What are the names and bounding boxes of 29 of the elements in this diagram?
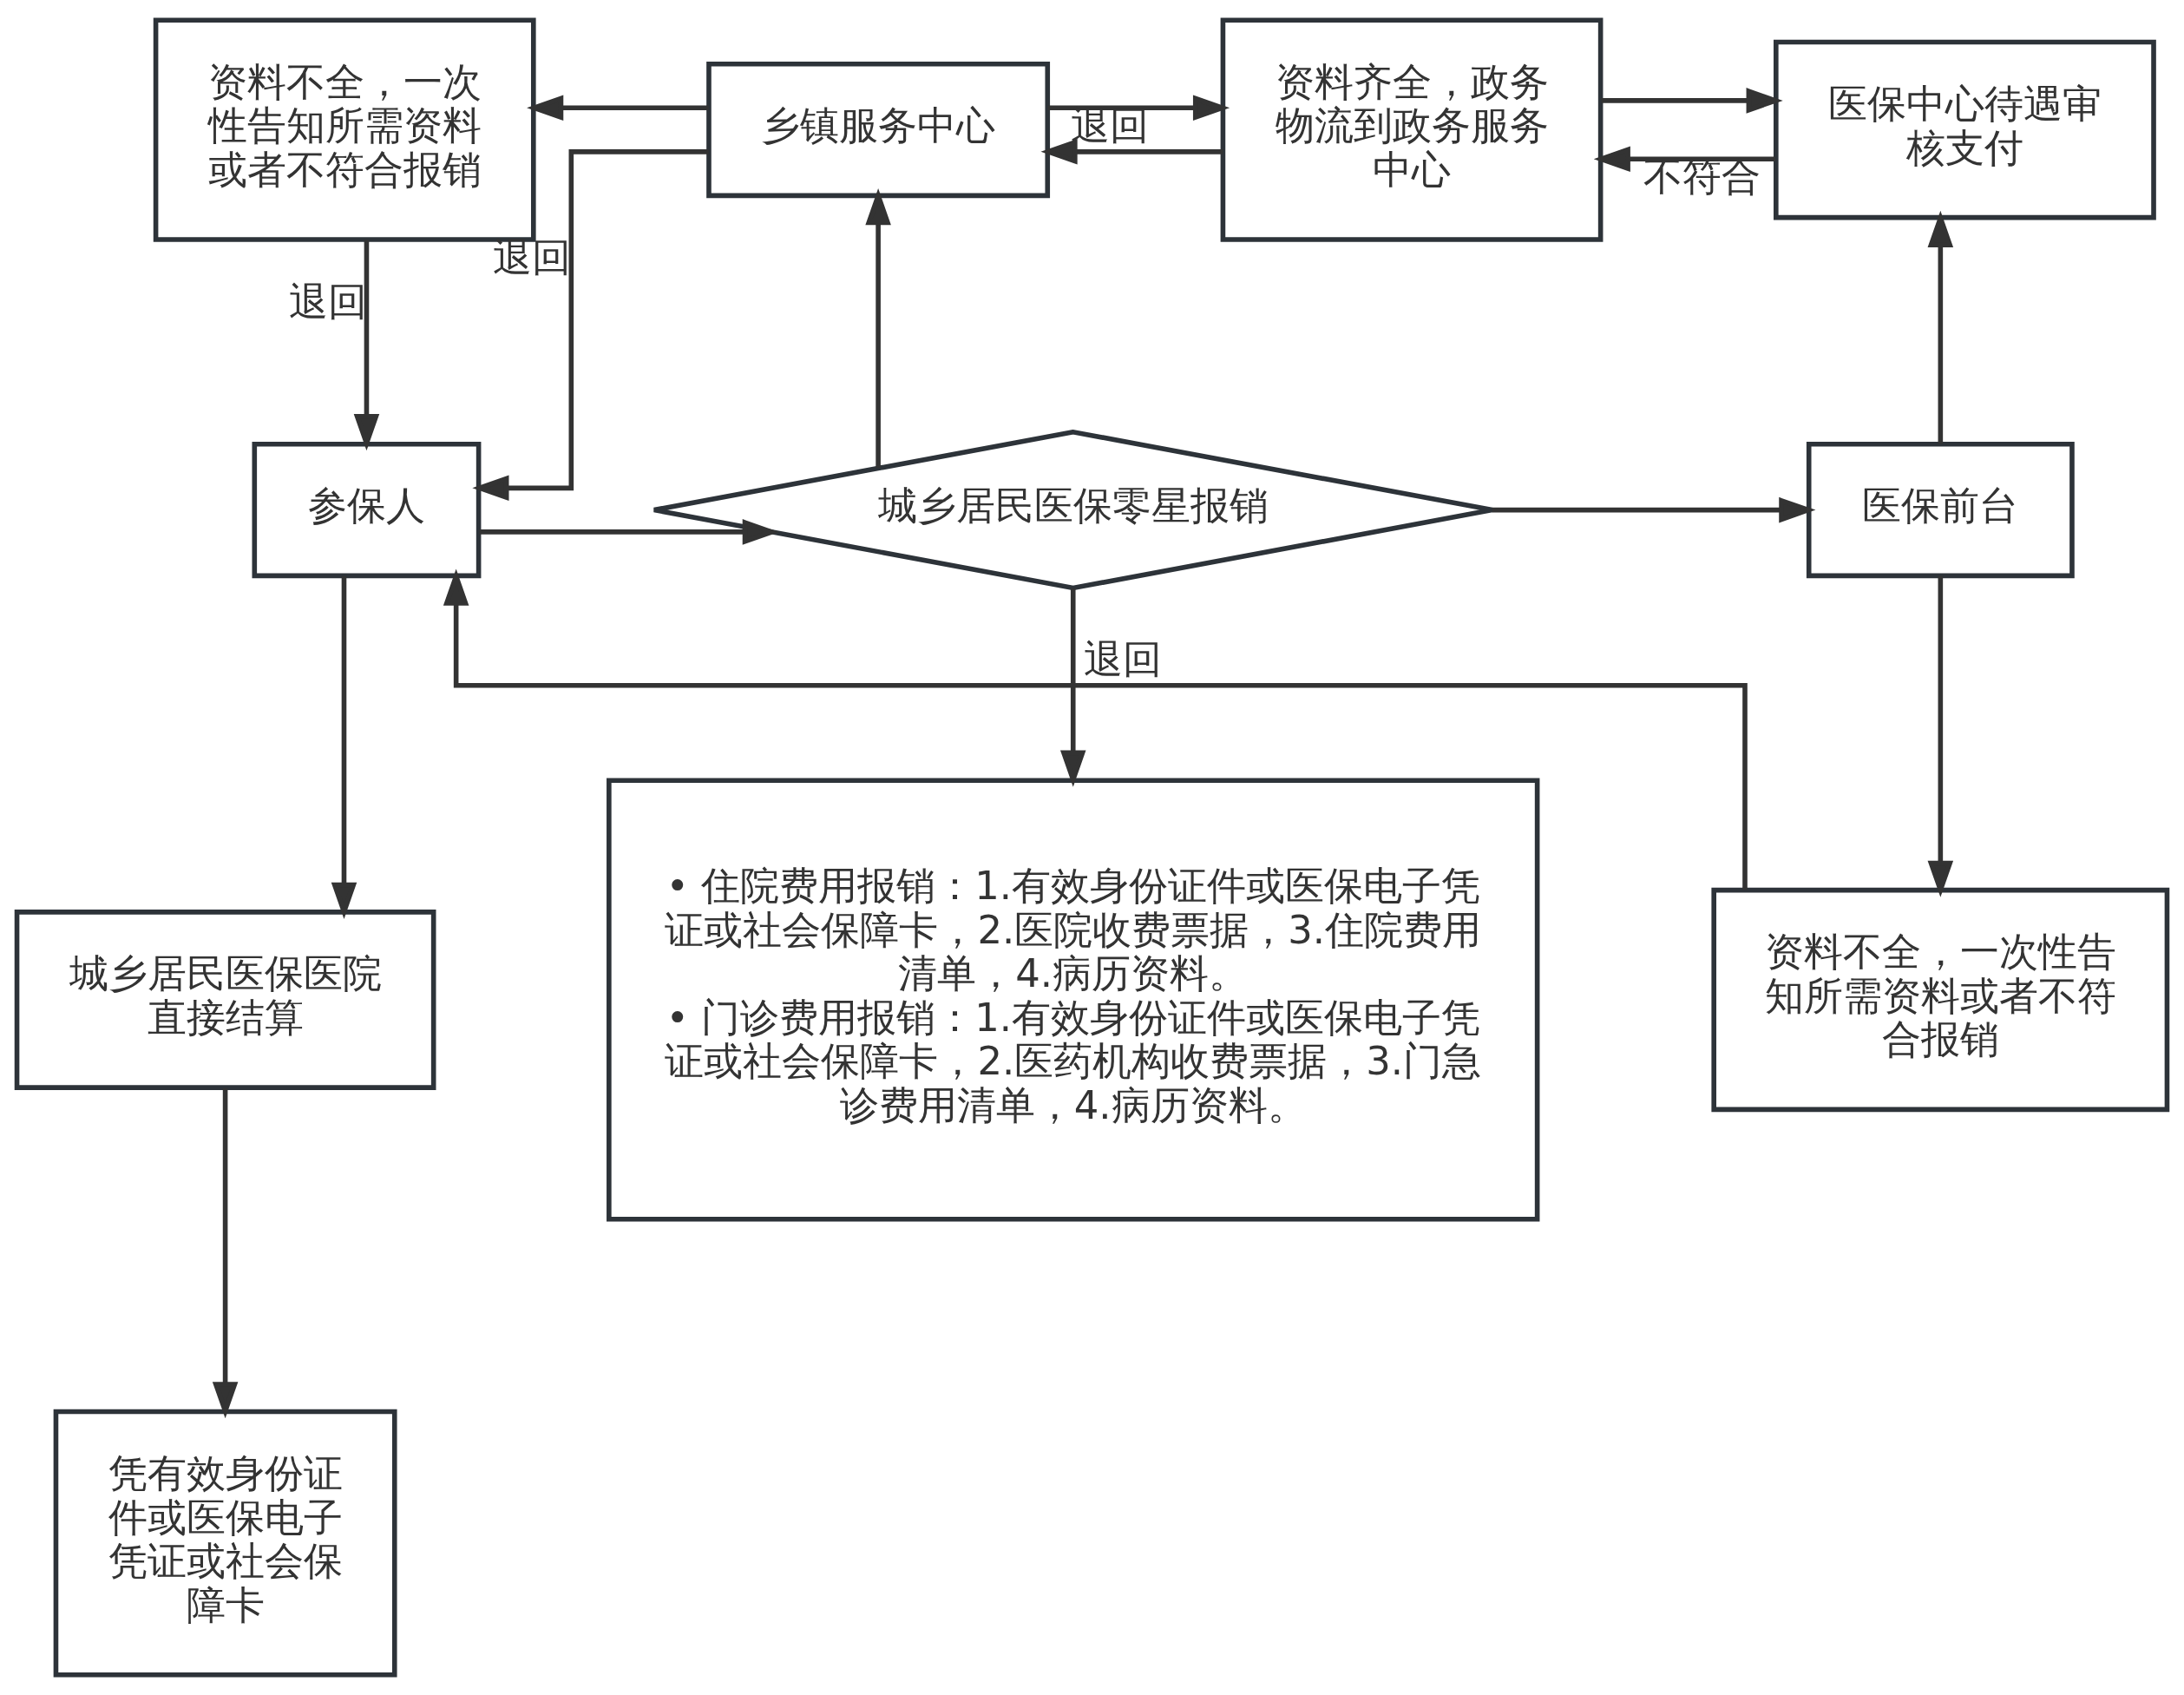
arrow	[1927, 575, 1954, 897]
arrow	[479, 519, 779, 545]
arrow	[865, 187, 891, 469]
arrow	[1047, 95, 1230, 122]
node-box: 凭有效身份证件或医保电子凭证或社会保障卡	[53, 1409, 397, 1678]
edge-label: 退回	[288, 279, 367, 325]
node-diamond: 城乡居民医保零星报销	[652, 429, 1495, 591]
arrow	[1059, 588, 1086, 787]
arrow	[1927, 210, 1954, 444]
node-box: 参保人	[252, 442, 482, 579]
arrow	[353, 240, 380, 451]
node-box: 资料不全，一次性告知所需资料或者不符合报销	[1711, 887, 2170, 1113]
arrow	[1601, 88, 1783, 114]
node-box: 城乡居民医保医院直接结算	[14, 910, 436, 1090]
node-box: 医保中心待遇审核支付	[1774, 39, 2156, 220]
arrow	[443, 568, 1748, 890]
arrow	[1492, 496, 1816, 523]
edge-label: 退回	[1083, 636, 1162, 683]
arrow	[1593, 146, 1775, 173]
node-box: 医保前台	[1806, 442, 2075, 579]
arrow	[472, 149, 709, 502]
arrow	[1040, 139, 1223, 165]
node-box: 资料不全，一次性告知所需资料或者不符合报销	[153, 17, 536, 242]
node-box: • 住院费用报销：1.有效身份证件或医保电子凭证或社会保障卡，2.医院收费票据，3.住院费用清单，4.病历资料。 • 门诊费用报销：1.有效身份证件或医保电子凭证或社会保障卡，2.医药机构收费票据，3.门急诊费用清单，4.病历资料。	[607, 778, 1540, 1222]
arrow	[527, 95, 709, 122]
node-box: 资料齐全，政务物流到政务服务中心	[1220, 17, 1604, 242]
arrow	[331, 575, 357, 919]
node-box: 乡镇服务中心	[706, 61, 1051, 199]
arrow	[212, 1088, 239, 1419]
